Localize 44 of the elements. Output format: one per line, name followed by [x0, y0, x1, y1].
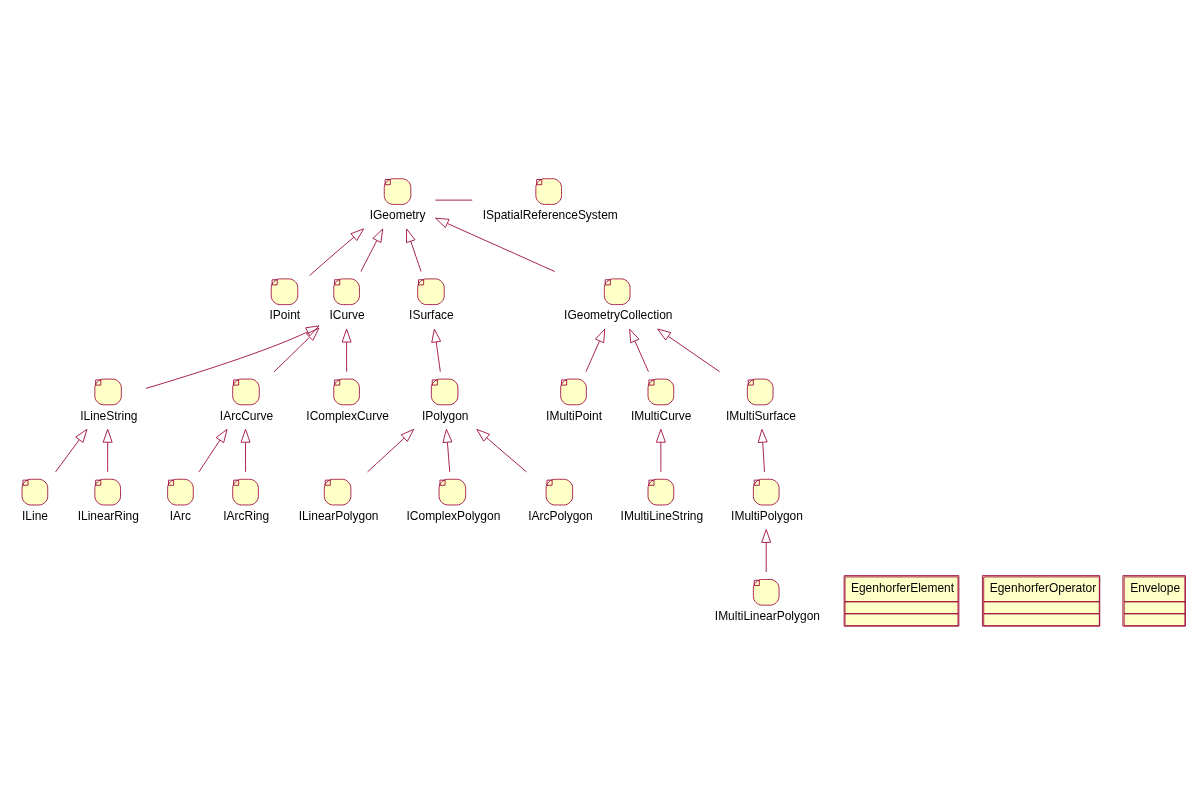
- node-label: IGeometryCollection: [564, 307, 673, 322]
- node-label: IPolygon: [421, 408, 469, 423]
- node-label: IArcPolygon: [528, 508, 593, 523]
- arrow: [657, 328, 721, 372]
- arrow: [406, 228, 422, 272]
- node-label: IMultiCurve: [630, 408, 692, 423]
- arrow: [360, 228, 384, 272]
- node-label: ILinearRing: [77, 508, 139, 523]
- arrow: [273, 327, 320, 372]
- arrow: [761, 528, 772, 572]
- node-label: IComplexPolygon: [406, 508, 501, 523]
- node-label: IMultiPoint: [546, 408, 603, 423]
- node-label: IPoint: [269, 307, 301, 322]
- node-label: ILine: [22, 508, 48, 523]
- arrow: [431, 328, 442, 372]
- arrow: [655, 428, 666, 472]
- node-label: IArcCurve: [219, 408, 274, 423]
- arrow: [757, 428, 768, 472]
- arrow: [341, 328, 352, 372]
- node-label: IMultiSurface: [725, 408, 796, 423]
- node-label: ILinearPolygon: [298, 508, 379, 523]
- arrow: [435, 217, 556, 272]
- node-label: IArcRing: [223, 508, 270, 523]
- arrow: [102, 428, 113, 472]
- node-label: IComplexCurve: [306, 408, 389, 423]
- arrow: [240, 428, 251, 472]
- arrow: [476, 428, 527, 472]
- arrow: [442, 428, 453, 472]
- arrow: [198, 428, 228, 472]
- arrow: [145, 324, 320, 389]
- node-label: ICurve: [329, 307, 365, 322]
- arrow: [309, 227, 365, 276]
- node-label: ILineString: [80, 408, 138, 423]
- node-label: IMultiPolygon: [731, 508, 803, 523]
- arrow: [367, 428, 415, 472]
- arrow: [585, 328, 606, 372]
- node-label: IGeometry: [369, 207, 426, 222]
- node-label: IMultiLineString: [620, 508, 704, 523]
- node-label: ISurface: [409, 307, 454, 322]
- node-label: IMultiLinearPolygon: [714, 608, 820, 623]
- arrow: [55, 428, 88, 472]
- arrow: [629, 328, 649, 372]
- node-label: IArc: [169, 508, 192, 523]
- node-label: ISpatialReferenceSystem: [482, 207, 618, 222]
